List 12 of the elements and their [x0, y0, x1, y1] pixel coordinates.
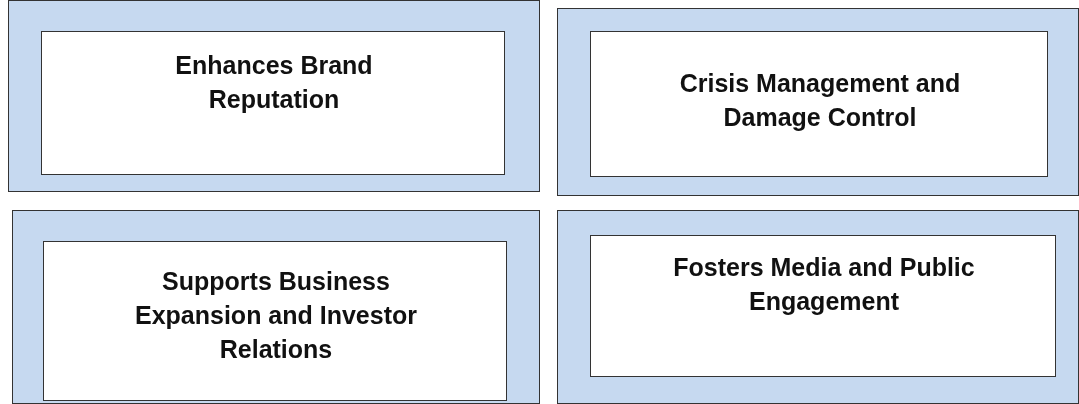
box-title: Crisis Management and Damage Control: [678, 68, 962, 133]
panel-background: [8, 0, 540, 192]
box-title: Enhances Brand Reputation: [174, 50, 374, 115]
panel-background: [557, 210, 1079, 404]
box-title: Supports Business Expansion and Investor Relations: [134, 266, 418, 365]
text-box: [590, 31, 1048, 177]
text-box: [590, 235, 1056, 377]
panel-background: [557, 8, 1079, 196]
text-box: [43, 241, 507, 401]
text-box: [41, 31, 505, 175]
panel-background: [12, 210, 540, 404]
box-title: Fosters Media and Public Engagement: [672, 252, 976, 317]
